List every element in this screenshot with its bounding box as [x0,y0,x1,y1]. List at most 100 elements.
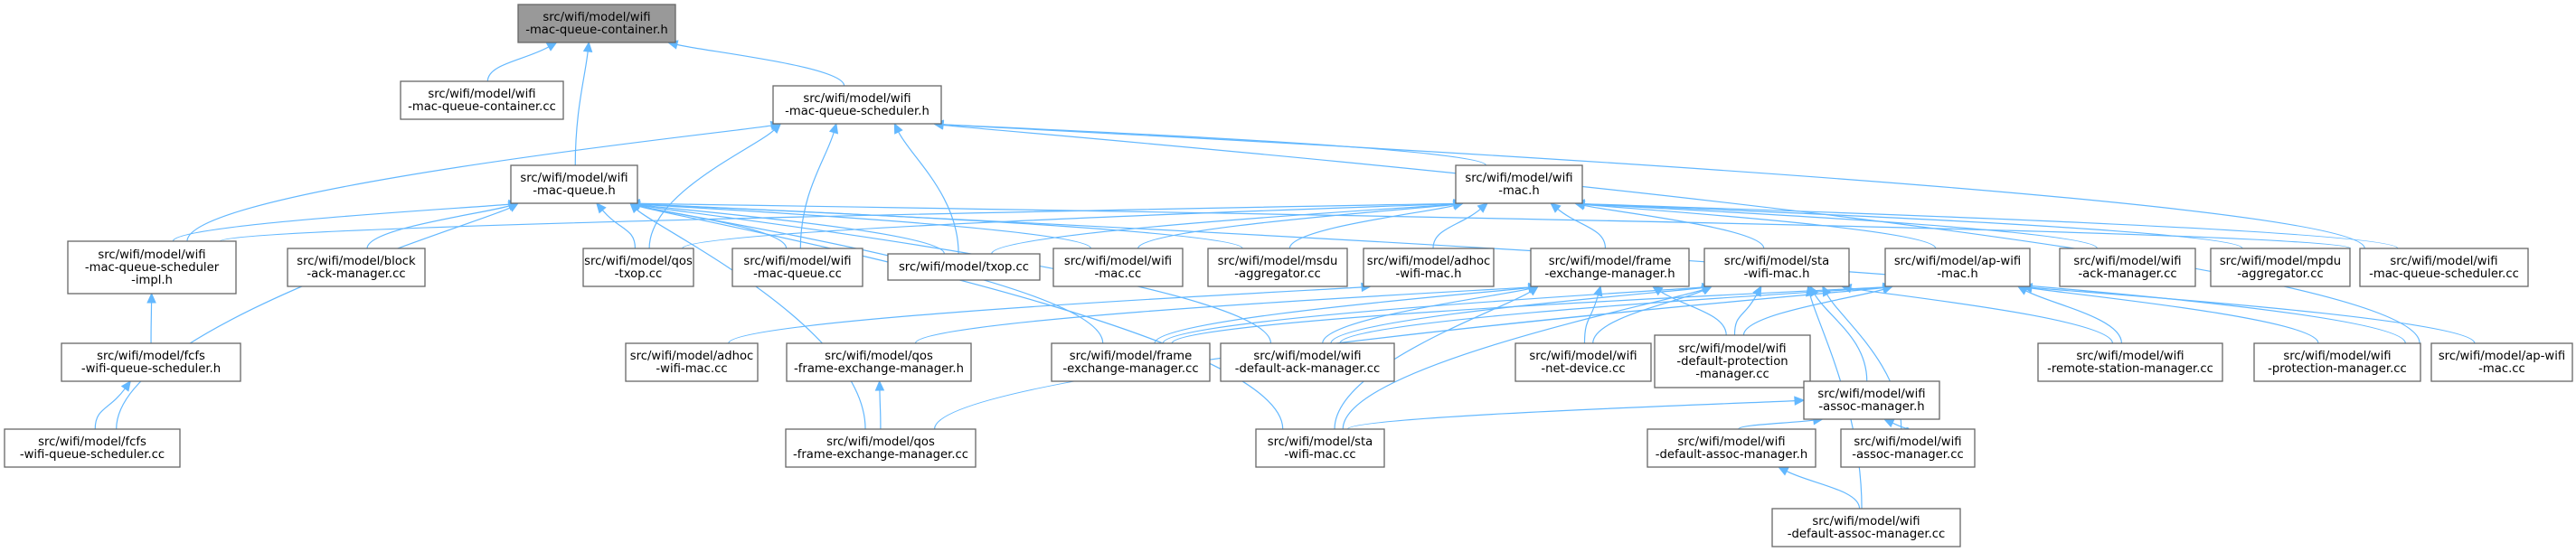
node-label-line: src/wifi/model/wifi [98,248,205,262]
graph-node[interactable]: src/wifi/model/qos-frame-exchange-manage… [785,428,977,468]
node-label-line: src/wifi/model/wifi [1064,255,1172,268]
node-label-line: src/wifi/model/fcfs [38,435,146,449]
graph-node[interactable]: src/wifi/model/wifi-default-assoc-manage… [1771,508,1961,547]
dependency-edge [638,204,1272,344]
node-label-line: -mac-queue-scheduler.h [785,105,929,118]
dependency-edge [728,286,1363,344]
dependency-edge [2031,286,2476,344]
node-box [1220,342,1395,382]
node-box [1703,248,1850,287]
graph-node[interactable]: src/wifi/model/frame-exchange-manager.h [1530,248,1690,287]
edge-arrowhead [545,42,558,51]
node-label-line: -ack-manager.cc [2078,267,2176,281]
node-box [67,240,237,295]
node-box [1207,248,1348,287]
dependency-edge [676,43,845,87]
dependency-edge [1137,203,1455,249]
edge-arrowhead [1882,418,1895,428]
node-label-line: src/wifi/model/wifi [2390,255,2497,268]
graph-node[interactable]: src/wifi/model/fcfs-wifi-queue-scheduler… [4,428,181,468]
node-label-line: src/wifi/model/sta [1268,435,1373,449]
graph-node[interactable]: src/wifi/model/frame-exchange-manager.cc [1051,342,1211,382]
graph-node[interactable]: src/wifi/model/wifi-protection-manager.c… [2253,342,2421,382]
node-label-line: -default-ack-manager.cc [1235,362,1380,376]
node-label-line: -wifi-mac.cc [1284,448,1355,462]
dependency-edge [574,51,589,166]
dependency-edge [638,203,946,255]
node-box [2210,248,2351,287]
node-label-line: -mac.cc [2478,362,2525,376]
graph-node[interactable]: src/wifi/model/wifi-mac.h [1455,164,1583,204]
graph-node[interactable]: src/wifi/model/wifi-mac-queue-scheduler.… [772,85,942,125]
node-label-line: src/wifi/model/wifi [1678,342,1786,356]
dependency-edge [648,129,775,249]
edge-arrowhead [828,122,839,135]
graph-node[interactable]: src/wifi/model/wifi-net-device.cc [1514,342,1652,382]
node-box [1363,248,1495,287]
dependency-edge [366,205,510,249]
graph-node[interactable]: src/wifi/model/qos-txop.cc [582,248,694,287]
edge-arrowhead [582,41,593,53]
node-label-line: -mac-queue-container.cc [408,100,556,114]
graph-node[interactable]: src/wifi/model/sta-wifi-mac.cc [1255,428,1385,468]
node-label-line: src/wifi/model/wifi [1465,172,1572,185]
graph-node[interactable]: src/wifi/model/txop.cc [887,253,1041,281]
graph-node[interactable]: src/wifi/model/wifi-assoc-manager.h [1803,380,1940,420]
node-label-line: -mac-queue.cc [753,267,842,281]
node-label-line: -mac-queue-scheduler.cc [2369,267,2519,281]
dependency-edge [220,202,1455,242]
graph-node[interactable]: src/wifi/model/wifi-mac-queue.h [510,164,638,204]
edge-arrowhead [893,122,903,135]
graph-node[interactable]: src/wifi/model/wifi-default-assoc-manage… [1647,428,1816,468]
node-box [4,428,181,468]
node-label-line: src/wifi/model/ap-wifi [1894,255,2021,268]
edge-arrowhead [1527,285,1539,296]
node-label-line: src/wifi/model/frame [1070,350,1193,363]
node-label-line: -remote-station-manager.cc [2047,362,2213,376]
graph-node[interactable]: src/wifi/model/wifi-mac-queue-scheduler-… [67,240,237,295]
dependency-edge [942,124,2365,249]
dependency-edge [1171,286,1884,344]
graph-node[interactable]: src/wifi/model/adhoc-wifi-mac.h [1363,248,1495,287]
dependency-edge [1432,208,1481,249]
node-label-line: src/wifi/model/adhoc [630,350,754,363]
graph-node[interactable]: src/wifi/model/wifi-default-ack-manager.… [1220,342,1395,382]
node-label-line: src/wifi/model/fcfs [97,350,205,363]
node-label-line: src/wifi/model/msdu [1218,255,1338,268]
graph-node[interactable]: src/wifi/model/wifi-ack-manager.cc [2059,248,2196,287]
edge-arrowhead [1794,396,1806,406]
graph-node[interactable]: src/wifi/model/wifi-mac-queue-container.… [517,4,676,43]
node-box [510,164,638,204]
graph-node[interactable]: src/wifi/model/qos-frame-exchange-manage… [786,342,972,382]
graph-node[interactable]: src/wifi/model/wifi-assoc-manager.cc [1840,428,1976,468]
node-box [2037,342,2223,382]
graph-node[interactable]: src/wifi/model/sta-wifi-mac.h [1703,248,1850,287]
graph-node[interactable]: src/wifi/model/wifi-mac-queue-scheduler.… [2359,248,2529,287]
graph-node[interactable]: src/wifi/model/mpdu-aggregator.cc [2210,248,2351,287]
node-label-line: -aggregator.cc [1234,267,1320,281]
dependency-edge [601,210,637,249]
node-label-line: -wifi-mac.h [1395,267,1461,281]
graph-node[interactable]: src/wifi/model/msdu-aggregator.cc [1207,248,1348,287]
graph-node[interactable]: src/wifi/model/wifi-mac-queue.cc [731,248,863,287]
node-box [2359,248,2529,287]
graph-node[interactable]: src/wifi/model/fcfs-wifi-queue-scheduler… [61,342,241,382]
node-box [1771,508,1961,547]
graph-node[interactable]: src/wifi/model/wifi-mac.cc [1052,248,1184,287]
node-label-line: -protection-manager.cc [2268,362,2407,376]
node-label-line: -manager.cc [1695,368,1769,381]
graph-node[interactable]: src/wifi/model/wifi-remote-station-manag… [2037,342,2223,382]
graph-node[interactable]: src/wifi/model/block-ack-manager.cc [287,248,426,287]
dependency-edge [1583,203,2098,249]
dependency-edge [1154,286,1530,344]
graph-node[interactable]: src/wifi/model/ap-wifi-mac.cc [2430,342,2573,382]
graph-node[interactable]: src/wifi/model/wifi-mac-queue-container.… [400,80,564,120]
dependency-edge [486,46,550,82]
dependency-edge [1557,208,1607,249]
dependency-edge [638,202,2352,249]
node-label-line: -ack-manager.cc [307,267,405,281]
graph-node[interactable]: src/wifi/model/wifi-default-protection-m… [1654,334,1811,388]
graph-node[interactable]: src/wifi/model/adhoc-wifi-mac.cc [625,342,759,382]
graph-node[interactable]: src/wifi/model/ap-wifi-mac.h [1884,248,2031,287]
